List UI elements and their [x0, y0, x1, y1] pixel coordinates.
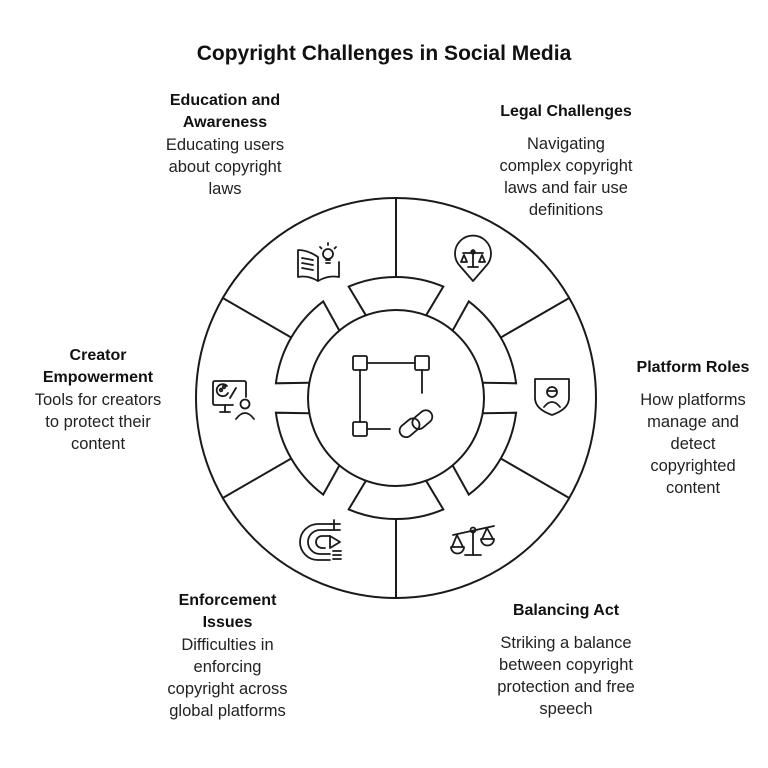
segment-heading: Enforcement Issues — [178, 592, 277, 631]
segment-description: Striking a balance between copyright pro… — [497, 634, 635, 718]
segment-platform: Platform Roles How platforms manage and … — [618, 357, 768, 499]
scales-location-pin-icon — [454, 234, 492, 282]
spokes — [222, 198, 570, 598]
segment-description: Educating users about copyright laws — [165, 136, 285, 198]
middle-ring-segments — [274, 276, 518, 520]
spoke-lower-left — [222, 457, 292, 499]
ring-segment-upper-left — [274, 299, 341, 385]
book-lightbulb-icon — [297, 242, 340, 282]
monitor-palette-user-icon — [212, 380, 255, 420]
media-track-play-icon — [299, 519, 342, 561]
segment-description: How platforms manage and detect copyrigh… — [640, 391, 746, 497]
segment-legal: Legal Challenges Navigating complex copy… — [468, 101, 664, 221]
segment-heading: Balancing Act — [512, 602, 620, 619]
ring-segment-lower-left — [274, 411, 341, 497]
segment-heading: Platform Roles — [636, 359, 750, 376]
ring-segment-top — [347, 276, 445, 316]
copyright-link-network-icon — [352, 355, 434, 439]
segment-education: Education and Awareness Educating users … — [140, 90, 310, 200]
segment-description: Difficulties in enforcing copyright acro… — [167, 636, 288, 720]
spoke-upper-right — [500, 297, 570, 339]
ring-segment-upper-right — [451, 299, 518, 385]
shield-user-icon — [534, 378, 570, 416]
tilted-scales-icon — [450, 525, 495, 556]
segment-heading: Education and Awareness — [169, 92, 281, 131]
segment-description: Tools for creators to protect their cont… — [34, 391, 162, 453]
segment-heading: Legal Challenges — [500, 103, 632, 120]
segment-balancing: Balancing Act Striking a balance between… — [468, 600, 664, 720]
spoke-upper-left — [222, 297, 292, 339]
ring-segment-bottom — [347, 480, 445, 520]
ring-segment-lower-right — [451, 411, 518, 497]
segment-heading: Creator Empowerment — [42, 347, 154, 386]
diagram-title: Copyright Challenges in Social Media — [196, 42, 572, 65]
segment-description: Navigating complex copyright laws and fa… — [499, 135, 633, 219]
segment-creator: Creator Empowerment Tools for creators t… — [8, 345, 188, 455]
inner-circle — [307, 309, 485, 487]
segment-enforcement: Enforcement Issues Difficulties in enfor… — [140, 590, 315, 722]
spoke-lower-right — [500, 457, 570, 499]
